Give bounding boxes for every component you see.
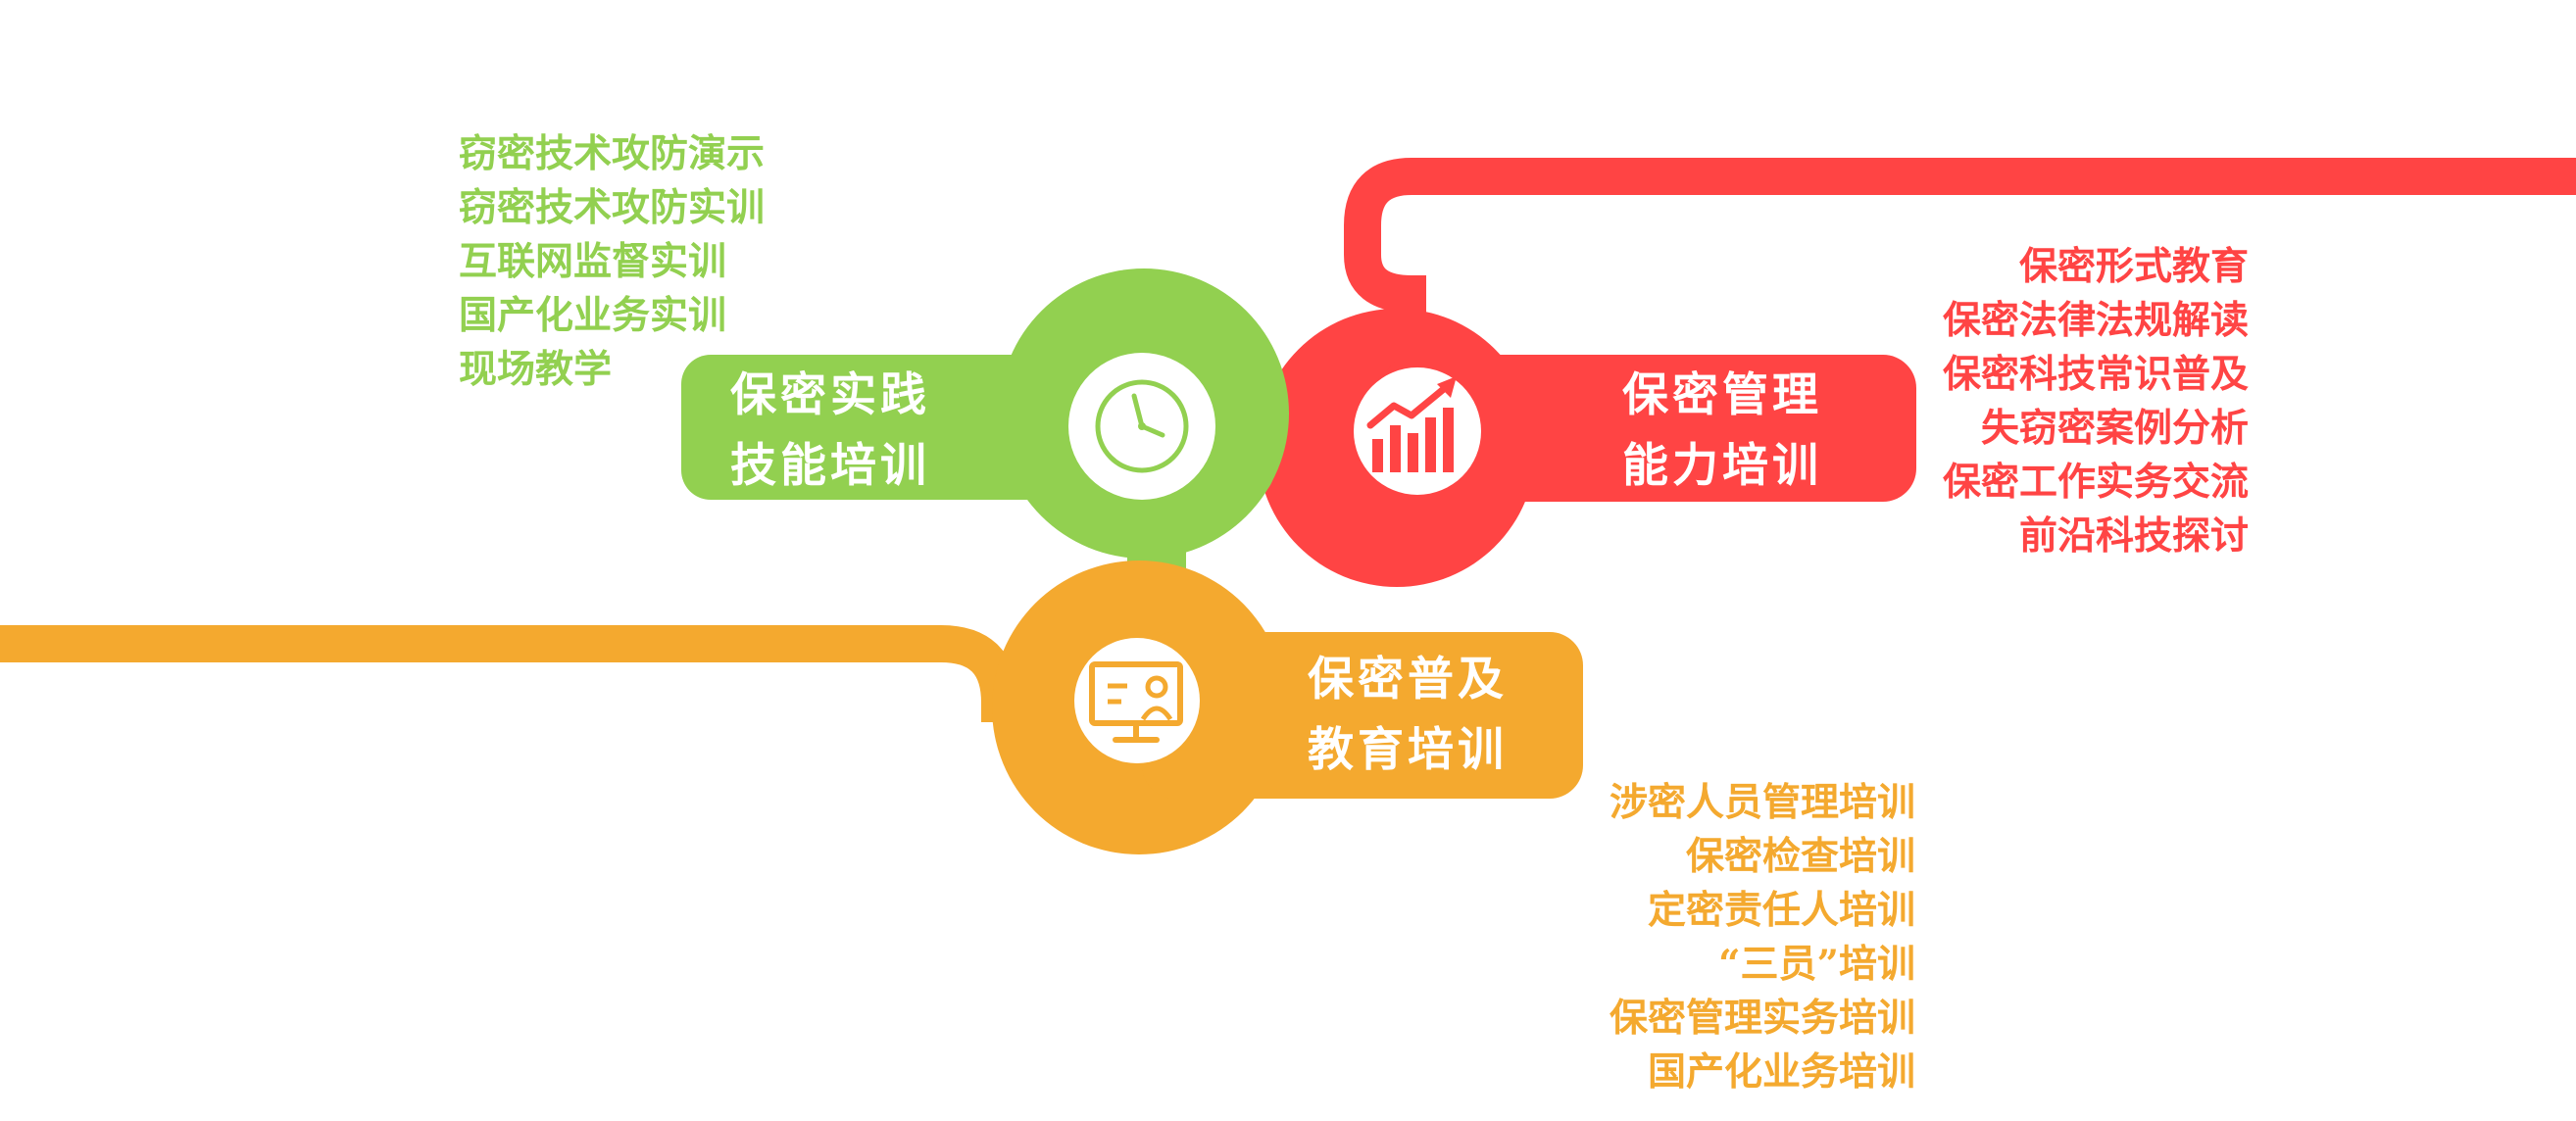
list-item: “三员”培训 [1718, 942, 1915, 987]
education-label-bar [1142, 632, 1583, 799]
education-title-line1: 保密普及 [1308, 653, 1508, 707]
education-title-line2: 教育培训 [1308, 723, 1508, 777]
list-item: 国产化业务培训 [1647, 1049, 1915, 1095]
list-item: 定密责任人培训 [1647, 888, 1915, 933]
list-item: 失窃密案例分析 [1980, 406, 2249, 451]
list-item: 窃密技术攻防实训 [459, 185, 766, 230]
management-title-line2: 能力培训 [1622, 439, 1822, 493]
management-node [1258, 158, 2576, 587]
practice-node [681, 268, 1289, 583]
list-item: 保密工作实务交流 [1942, 460, 2249, 505]
clock-icon [1068, 353, 1215, 500]
management-item-list: 保密形式教育 保密法律法规解读 保密科技常识普及 失窃密案例分析 保密工作实务交… [1943, 240, 2249, 563]
management-title: 保密管理 能力培训 [1622, 361, 1822, 502]
practice-item-list: 窃密技术攻防演示 窃密技术攻防实训 互联网监督实训 国产化业务实训 现场教学 [459, 127, 765, 397]
presentation-screen-icon [1074, 638, 1200, 763]
education-title: 保密普及 教育培训 [1308, 645, 1508, 786]
list-item: 涉密人员管理培训 [1609, 780, 1915, 825]
list-item: 现场教学 [459, 347, 613, 392]
management-title-line1: 保密管理 [1622, 368, 1822, 422]
list-item: 互联网监督实训 [459, 239, 727, 284]
education-node [0, 560, 1583, 854]
management-label-bar [1382, 355, 1916, 502]
practice-title-line1: 保密实践 [730, 368, 930, 422]
list-item: 保密管理实务培训 [1609, 996, 1915, 1041]
list-item: 国产化业务实训 [459, 293, 727, 338]
practice-title: 保密实践 技能培训 [730, 361, 930, 502]
growth-chart-icon [1354, 367, 1481, 495]
list-item: 保密形式教育 [2018, 244, 2249, 289]
list-item: 前沿科技探讨 [2018, 513, 2249, 559]
list-item: 保密科技常识普及 [1942, 352, 2249, 397]
list-item: 保密法律法规解读 [1942, 298, 2249, 343]
practice-title-line2: 技能培训 [730, 439, 930, 493]
list-item: 保密检查培训 [1685, 834, 1915, 879]
management-connector-line [1344, 158, 2576, 313]
education-item-list: 涉密人员管理培训 保密检查培训 定密责任人培训 “三员”培训 保密管理实务培训 … [1610, 776, 1915, 1099]
education-connector-line [0, 625, 1018, 722]
list-item: 窃密技术攻防演示 [459, 131, 766, 176]
